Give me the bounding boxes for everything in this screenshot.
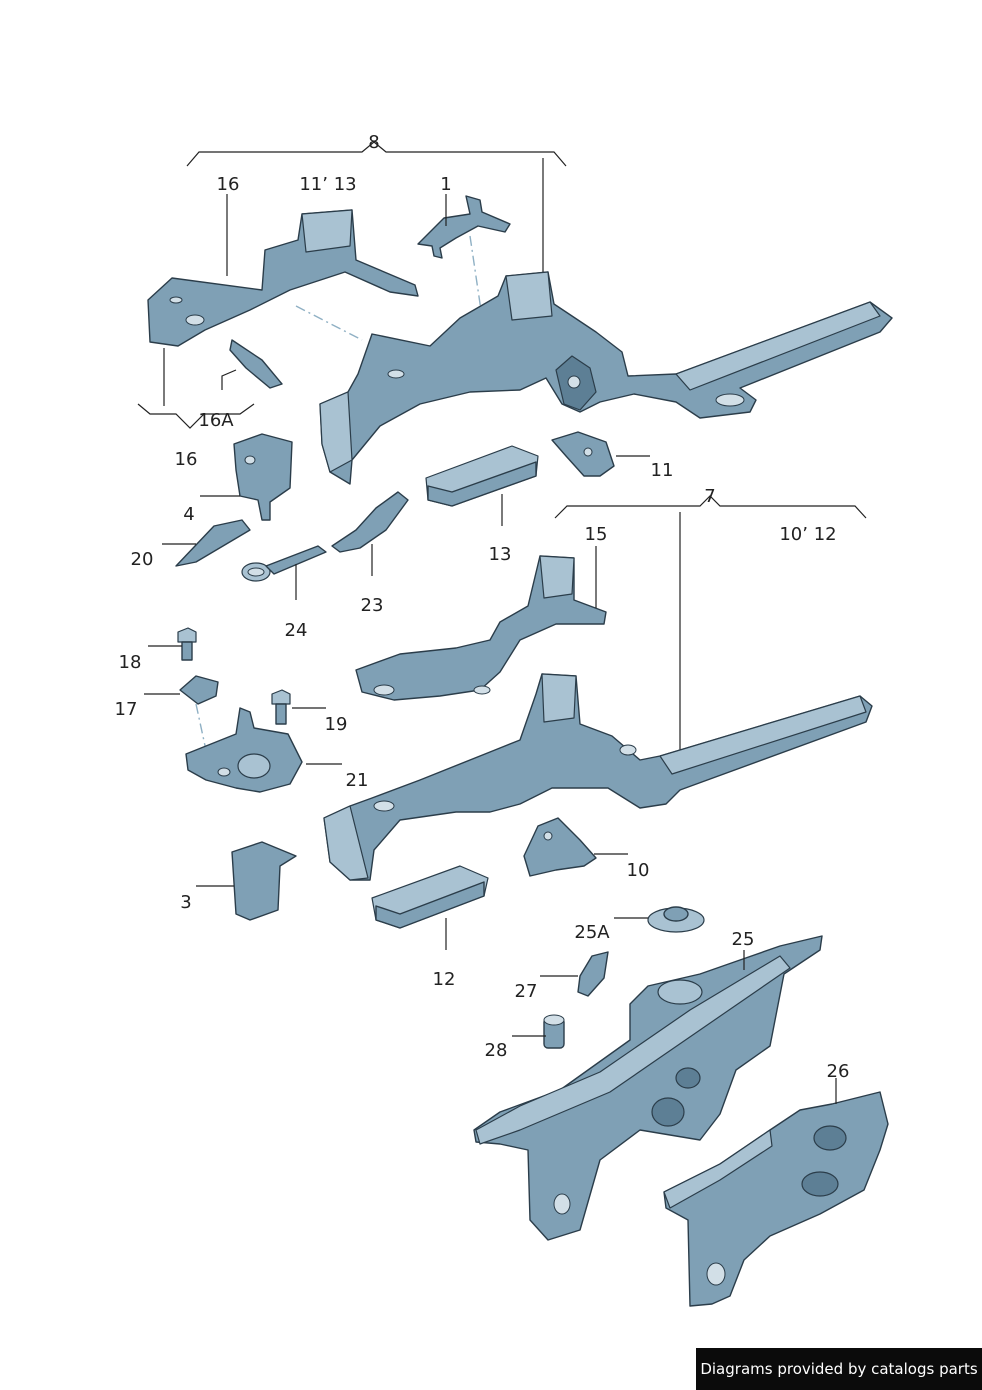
callout-24: 24 [285, 620, 308, 641]
callout-18: 18 [119, 652, 142, 673]
callout-10-12: 10’ 12 [779, 524, 836, 545]
part-1-bracket [417, 195, 511, 259]
credit-banner: Diagrams provided by catalogs parts [696, 1348, 982, 1390]
callout-16-top: 16 [217, 174, 240, 195]
part-12-channel [371, 865, 489, 929]
callout-labels: 8 16 11’ 13 1 16A 16 11 4 7 15 10’ 12 20… [115, 132, 850, 1082]
part-27-bracket [577, 951, 609, 997]
part-26-panel [663, 1091, 889, 1307]
part-18-bolt [177, 627, 197, 661]
part-25A-cap [647, 906, 705, 933]
part-10-bracket [523, 817, 597, 877]
callout-12: 12 [433, 969, 456, 990]
part-24-towing-eye [241, 545, 327, 582]
bracket-7 [554, 495, 867, 754]
part-20-plate [175, 519, 251, 567]
callout-3: 3 [180, 892, 191, 913]
credit-text: Diagrams provided by catalogs parts [700, 1360, 978, 1378]
callout-11: 11 [651, 460, 674, 481]
callout-28: 28 [485, 1040, 508, 1061]
callout-27: 27 [515, 981, 538, 1002]
part-17-clip [179, 675, 219, 705]
part-16-upper-rail [147, 209, 419, 347]
callout-13: 13 [489, 544, 512, 565]
part-23-sleeve [331, 491, 409, 553]
callout-11-13: 11’ 13 [299, 174, 356, 195]
callout-15: 15 [585, 524, 608, 545]
part-19-bolt [271, 689, 291, 725]
callout-10: 10 [627, 860, 650, 881]
part-11-bracket [551, 431, 615, 477]
callout-19: 19 [325, 714, 348, 735]
callout-26: 26 [827, 1061, 850, 1082]
callout-4: 4 [183, 504, 194, 525]
part-3-bracket [231, 841, 297, 921]
part-21-mount [185, 707, 303, 793]
callout-16A: 16A [198, 410, 234, 431]
part-28-sleeve [543, 1014, 565, 1049]
callout-1: 1 [440, 174, 451, 195]
part-13-channel [425, 445, 539, 507]
callout-20: 20 [131, 549, 154, 570]
part-lower-frame-assembly [323, 673, 873, 881]
part-25-panel [473, 935, 823, 1241]
callout-21: 21 [346, 770, 369, 791]
part-upper-frame-assembly [319, 271, 893, 485]
callout-7: 7 [704, 486, 715, 507]
callout-16-mid: 16 [175, 449, 198, 470]
callout-25A: 25A [574, 922, 610, 943]
callout-8: 8 [368, 132, 379, 153]
part-16-bracket [233, 433, 293, 521]
callout-25: 25 [732, 929, 755, 950]
part-15-member [355, 555, 607, 701]
callout-23: 23 [361, 595, 384, 616]
bracket-8 [186, 141, 567, 272]
callout-17: 17 [115, 699, 138, 720]
part-16A-bracket [229, 339, 283, 389]
